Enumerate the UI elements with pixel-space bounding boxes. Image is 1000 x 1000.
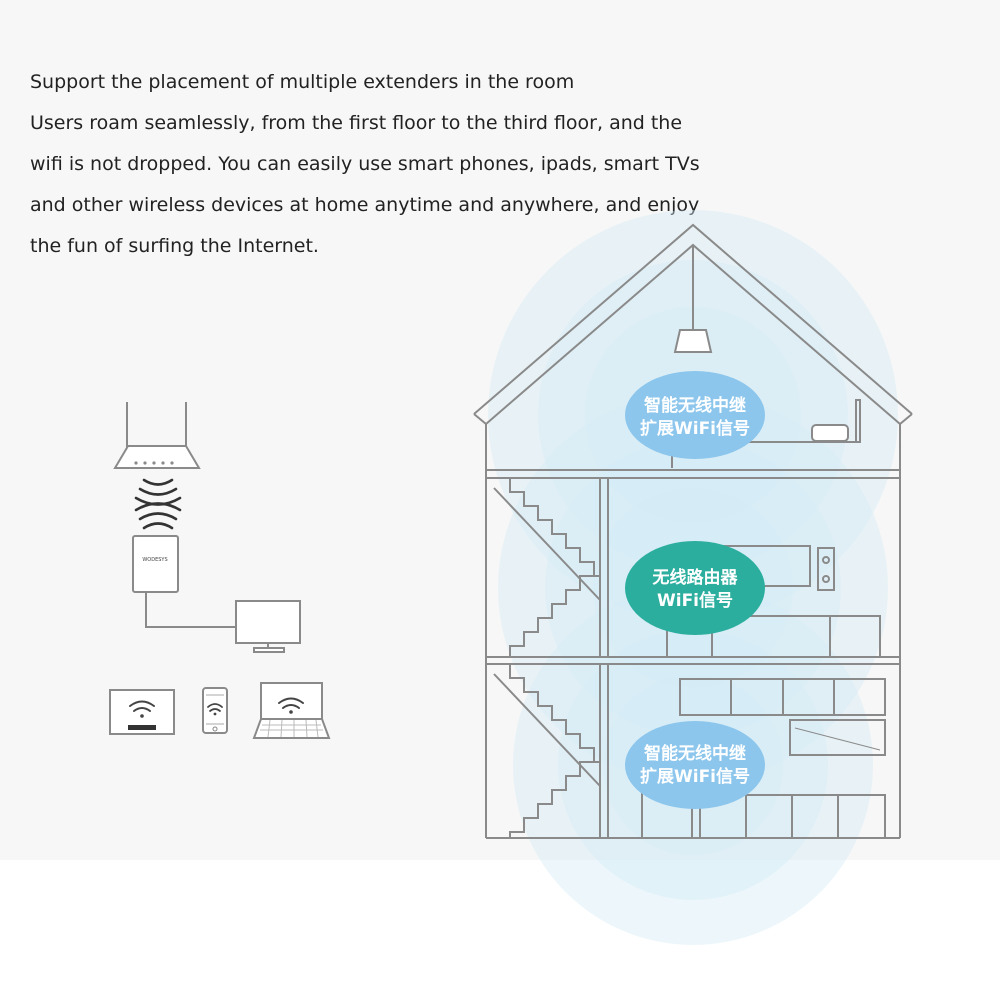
attic-box [811, 424, 849, 442]
extender-wifi-waves-icon [134, 502, 182, 530]
bottom-bubble-line-1: 智能无线中继 [644, 743, 746, 764]
description-line-3: wifi is not dropped. You can easily use … [30, 153, 700, 175]
description-line-1: Support the placement of multiple extend… [30, 71, 575, 93]
router-body [113, 445, 201, 469]
phone-device [202, 687, 228, 734]
tablet-device [109, 689, 175, 735]
stairs-floor-2 [496, 477, 600, 577]
laptop-device [252, 682, 331, 739]
description-line-5: the fun of surfing the Internet. [30, 235, 319, 257]
range-hood [789, 719, 886, 756]
living-cabinet [666, 615, 881, 658]
lamp-shade [673, 329, 713, 353]
wifi-extender-device: WODESYS [132, 535, 179, 593]
description-line-4: and other wireless devices at home anyti… [30, 194, 700, 216]
stairs-floor-1 [496, 663, 600, 763]
wall-speaker [817, 547, 835, 591]
router-bubble-line-2: WiFi信号 [657, 590, 733, 611]
top-bubble-line-1: 智能无线中继 [644, 395, 746, 416]
monitor-device [235, 600, 301, 653]
ethernet-cable [145, 592, 236, 628]
top-bubble-line-2: 扩展WiFi信号 [640, 418, 750, 439]
router-bubble-line-1: 无线路由器 [652, 567, 739, 588]
router-wifi-waves-icon [134, 478, 182, 506]
extender-brand-label: WODESYS [142, 557, 167, 563]
description-text: Support the placement of multiple extend… [30, 62, 770, 267]
roof-outer [473, 223, 913, 415]
bottom-bubble-line-2: 扩展WiFi信号 [640, 766, 750, 787]
bottom-extender-bubble: 智能无线中继 扩展WiFi信号 [625, 721, 765, 809]
description-line-2: Users roam seamlessly, from the first fl… [30, 112, 683, 134]
top-extender-bubble: 智能无线中继 扩展WiFi信号 [625, 371, 765, 459]
router-bubble: 无线路由器 WiFi信号 [625, 541, 765, 635]
router-device [113, 402, 201, 469]
